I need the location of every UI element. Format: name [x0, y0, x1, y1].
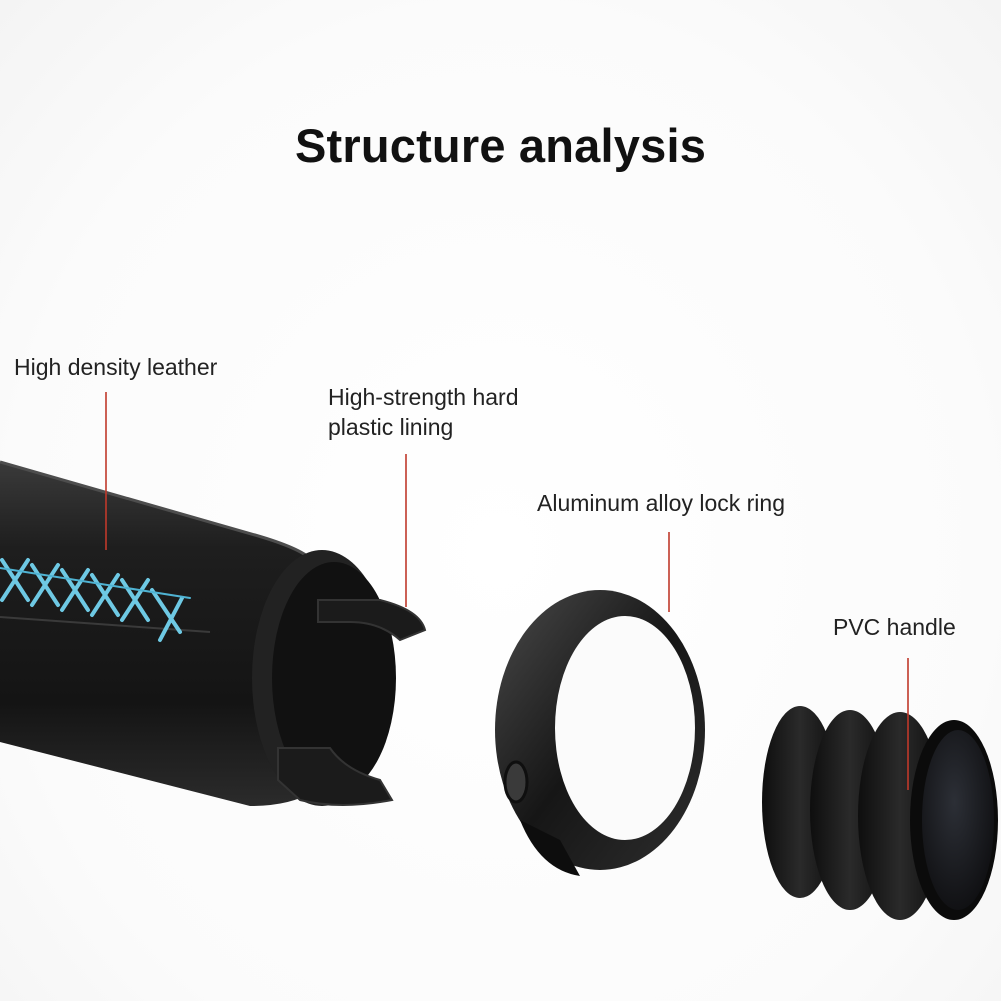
- label-lining-line1: High-strength hard: [328, 384, 519, 410]
- leather-grip: [0, 460, 314, 806]
- blue-stitching: [0, 558, 191, 642]
- pvc-end-cap: [762, 706, 998, 920]
- label-lining-line2: plastic lining: [328, 414, 454, 440]
- label-leather: High density leather: [14, 352, 217, 382]
- plastic-lining: [252, 550, 427, 806]
- label-lining: High-strength hard plastic lining: [328, 382, 519, 442]
- page-title: Structure analysis: [294, 119, 707, 172]
- label-lock-ring: Aluminum alloy lock ring: [537, 488, 785, 518]
- pointer-lines: [105, 392, 909, 790]
- lock-ring: [495, 590, 705, 876]
- label-leather-text: High density leather: [14, 354, 218, 380]
- label-pvc-text: PVC handle: [833, 614, 956, 640]
- label-lock-ring-text: Aluminum alloy lock ring: [537, 490, 785, 516]
- label-pvc: PVC handle: [833, 612, 956, 642]
